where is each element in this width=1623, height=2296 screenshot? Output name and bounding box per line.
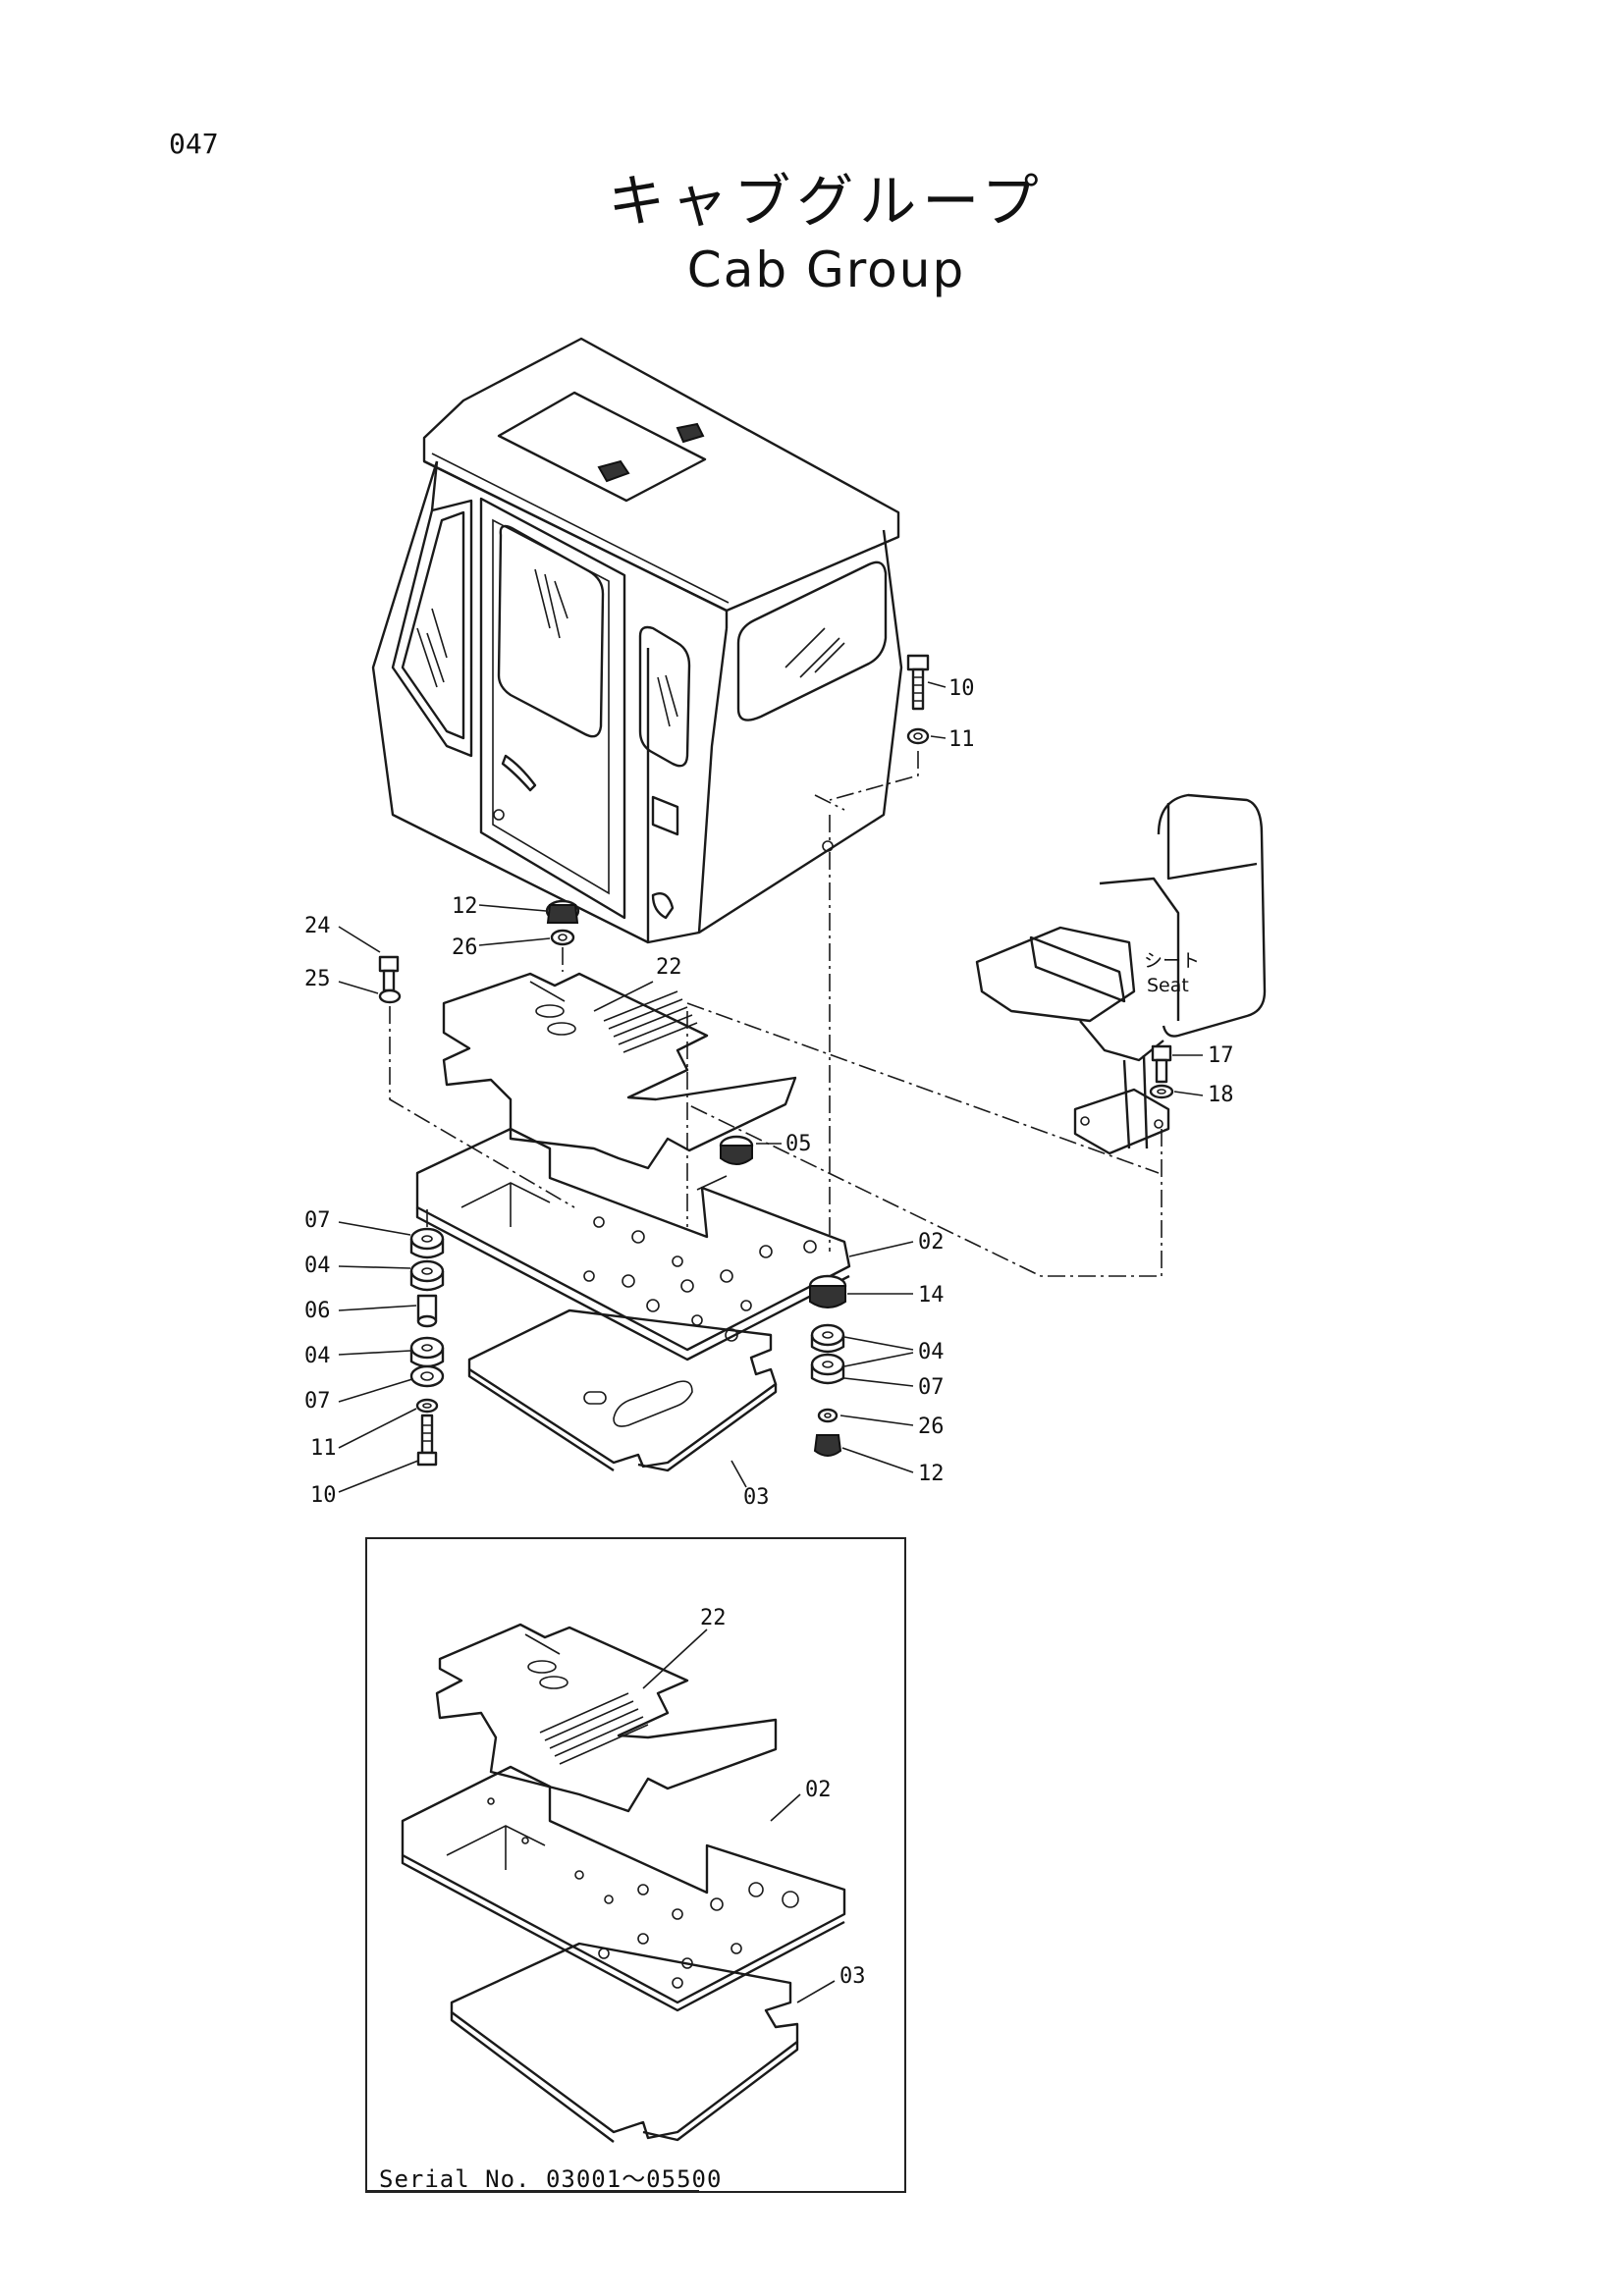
callout-07-left-bottom: 07	[304, 1389, 331, 1414]
inset-floor-mat-22	[435, 1623, 778, 1813]
callout-25: 25	[304, 967, 331, 991]
callout-03: 03	[743, 1485, 770, 1510]
inset-callout-22: 22	[700, 1606, 727, 1630]
serial-underline	[365, 2190, 699, 2192]
callout-17: 17	[1208, 1043, 1234, 1068]
callout-26-lower: 26	[918, 1415, 945, 1439]
callout-11-lower: 11	[310, 1436, 337, 1461]
title-japanese: キャブグループ	[608, 168, 1045, 235]
grommet-05	[696, 1135, 754, 1191]
callout-labels-inset: 22 02 03	[700, 1606, 866, 1989]
callout-04-left-bottom: 04	[304, 1344, 331, 1368]
callout-04-right: 04	[918, 1340, 945, 1364]
callout-10-upper: 10	[948, 676, 975, 701]
callout-02: 02	[918, 1230, 945, 1255]
callout-22: 22	[656, 955, 682, 980]
mount-stack-left	[409, 1207, 445, 1467]
floor-plate-02	[415, 852, 851, 1362]
inset-floor-plate-02	[401, 1765, 846, 2012]
floor-mat-03	[467, 1308, 778, 1472]
callout-labels-main: 10 11 12 26 24 25 22 05 07 04 06 04 07 1…	[304, 676, 1234, 1510]
floor-mat-22	[442, 972, 1160, 1227]
callout-04-left-top: 04	[304, 1254, 331, 1278]
seat-label-english: Seat	[1147, 975, 1189, 996]
upper-left-hardware	[378, 899, 580, 1208]
serial-number-note: Serial No. 03001～05500	[379, 2165, 723, 2193]
bolt-10-upper	[829, 654, 930, 844]
callout-14: 14	[918, 1283, 945, 1308]
callout-18: 18	[1208, 1083, 1234, 1107]
callout-12-lower: 12	[918, 1462, 945, 1486]
leader-lines	[338, 681, 1204, 1493]
serial-range-inset-frame	[365, 1537, 906, 2193]
callout-24: 24	[304, 914, 331, 938]
title-english: Cab Group	[686, 241, 966, 298]
callout-10-lower: 10	[310, 1483, 337, 1508]
callout-05: 05	[785, 1132, 812, 1156]
operator-seat	[686, 793, 1267, 1277]
title-block: キャブグループ Cab Group	[0, 155, 1623, 298]
callout-07-left-top: 07	[304, 1208, 331, 1233]
page-number: 047	[169, 128, 219, 160]
callout-06: 06	[304, 1299, 331, 1323]
inset-callout-02: 02	[805, 1778, 832, 1802]
inset-floor-mat-03	[450, 1942, 836, 2143]
inset-callout-03: 03	[839, 1964, 866, 1989]
seat-label-japanese: シート	[1144, 950, 1200, 972]
callout-12-upper: 12	[452, 894, 478, 919]
cab-assembly	[371, 337, 903, 944]
callout-07-right: 07	[918, 1375, 945, 1400]
callout-11-upper: 11	[948, 727, 975, 752]
mount-stack-right	[808, 1274, 847, 1457]
callout-26-upper: 26	[452, 935, 478, 960]
